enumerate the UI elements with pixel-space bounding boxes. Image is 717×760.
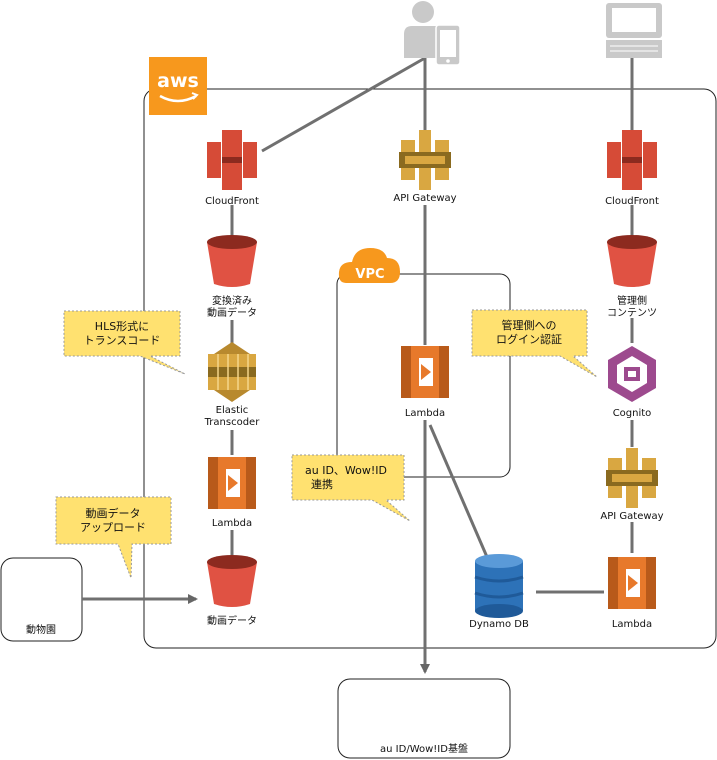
s3-bucket-admin-icon: [607, 235, 657, 287]
cloudfront-left-icon: [207, 130, 257, 190]
admin-contents-label-1: 管理側: [617, 294, 647, 307]
dynamodb-icon: [474, 554, 524, 618]
lambda-left-icon: [208, 457, 256, 509]
lambda-to-dynamodb-line: [428, 424, 489, 558]
user-to-cloudfront-line: [261, 56, 426, 153]
svg-text:トランスコード: トランスコード: [84, 334, 161, 347]
api-gateway-center-label: API Gateway: [393, 193, 456, 204]
zoo-label: 動物園: [26, 623, 56, 636]
converted-video-label-2: 動画データ: [207, 306, 257, 319]
s3-bucket-converted-icon: [207, 235, 257, 287]
cloudfront-right-label: CloudFront: [605, 196, 659, 207]
desktop-pc-icon: [606, 3, 662, 58]
note-admin-login: 管理側への ログイン認証: [471, 309, 598, 378]
aws-cloud-boundary: [143, 88, 717, 649]
lambda-right-icon: [608, 557, 656, 609]
svg-text:管理側への: 管理側への: [502, 318, 557, 332]
api-gateway-right-icon: [606, 448, 658, 508]
note-video-upload: 動画データ アップロード: [55, 496, 172, 579]
svg-text:連携: 連携: [311, 477, 333, 491]
elastic-transcoder-icon: [208, 342, 256, 402]
note-hls-transcode: HLS形式に トランスコード: [63, 310, 186, 375]
elastic-transcoder-label-1: Elastic: [216, 405, 249, 416]
elastic-transcoder-label-2: Transcoder: [204, 417, 261, 428]
svg-text:ログイン認証: ログイン認証: [496, 332, 562, 346]
aws-logo: aws: [149, 57, 207, 115]
api-gateway-right-label: API Gateway: [600, 511, 663, 522]
svg-text:動画データ: 動画データ: [86, 506, 141, 520]
cognito-icon: [608, 346, 656, 402]
s3-bucket-video-icon: [207, 555, 257, 607]
dynamodb-label: Dynamo DB: [469, 619, 529, 630]
mobile-user-icon: [404, 1, 461, 66]
au-platform-label: au ID/Wow!ID基盤: [380, 742, 468, 755]
lambda-left-label: Lambda: [212, 518, 252, 529]
svg-text:au ID、Wow!ID: au ID、Wow!ID: [305, 464, 387, 477]
au-platform-box: [337, 678, 511, 759]
connectors: [82, 56, 634, 674]
vpc-badge: VPC: [338, 248, 400, 283]
note-au-wow-link: au ID、Wow!ID 連携: [291, 454, 411, 522]
svg-text:アップロード: アップロード: [80, 521, 146, 534]
lambda-right-label: Lambda: [612, 619, 652, 630]
svg-text:aws: aws: [157, 70, 199, 92]
cloudfront-right-icon: [607, 130, 657, 190]
svg-text:HLS形式に: HLS形式に: [95, 320, 149, 333]
video-data-label: 動画データ: [207, 614, 257, 627]
lambda-center-icon: [401, 346, 449, 398]
converted-video-label-1: 変換済み: [212, 294, 252, 307]
api-gateway-center-icon: [399, 130, 451, 190]
svg-text:VPC: VPC: [355, 267, 384, 282]
cognito-label: Cognito: [613, 408, 652, 419]
lambda-center-label: Lambda: [405, 408, 445, 419]
cloudfront-left-label: CloudFront: [205, 196, 259, 207]
admin-contents-label-2: コンテンツ: [607, 308, 657, 319]
